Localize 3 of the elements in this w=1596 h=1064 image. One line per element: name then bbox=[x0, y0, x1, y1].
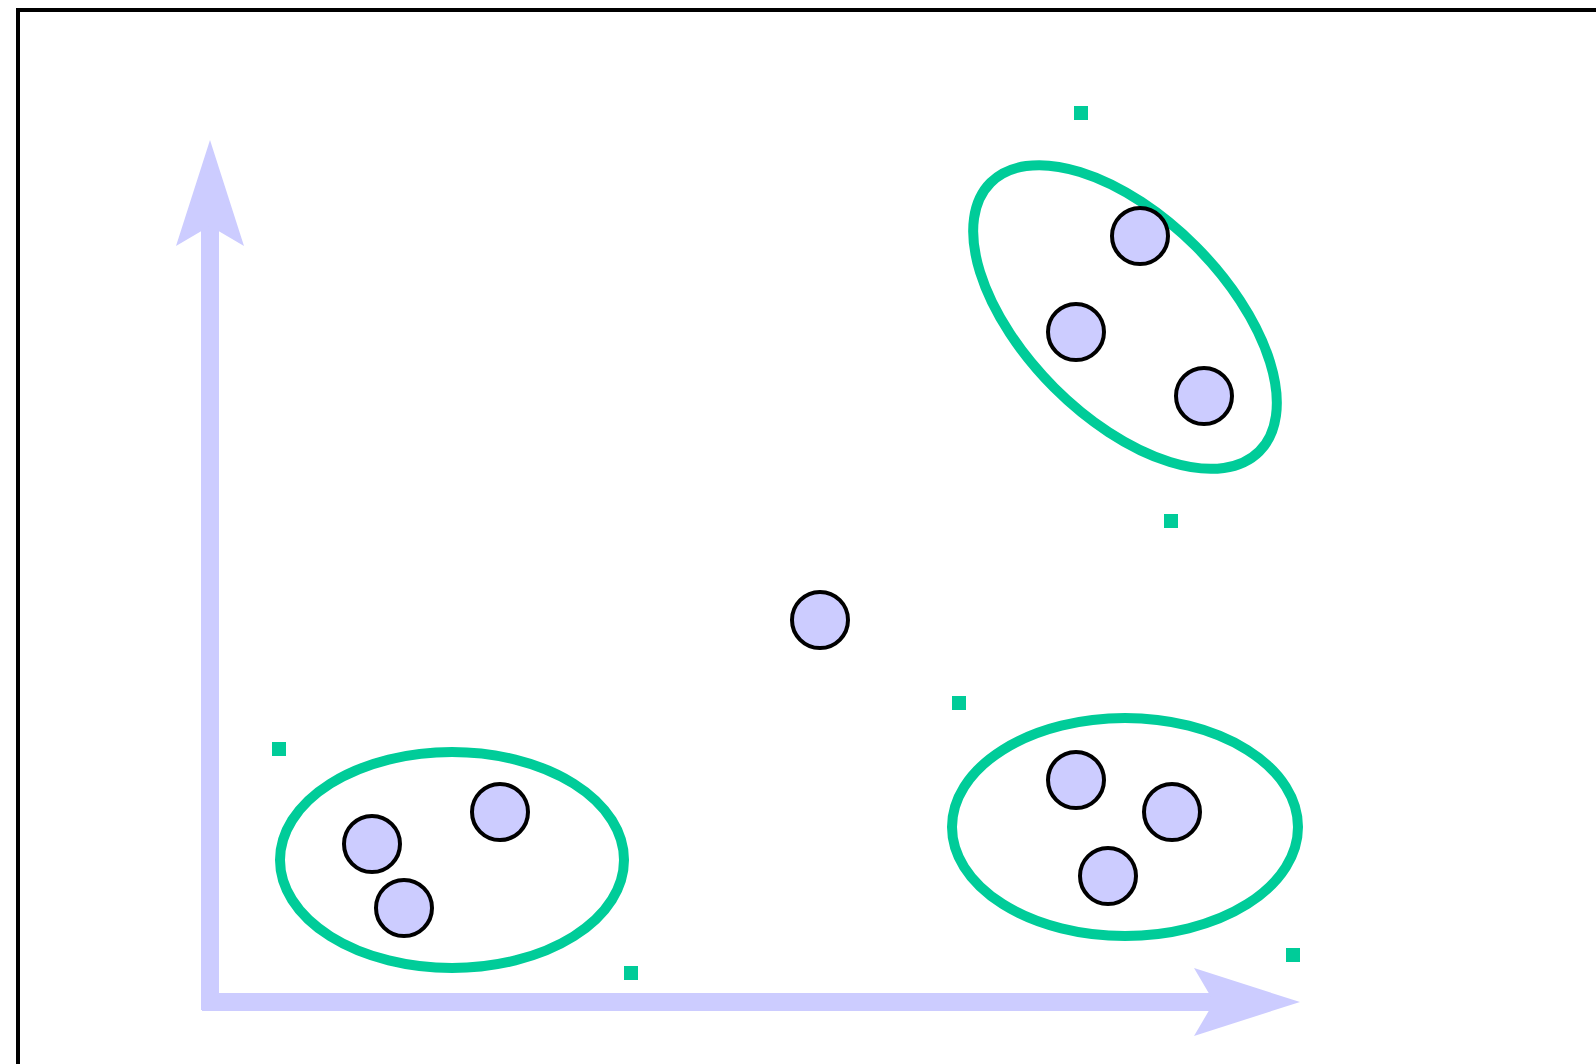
cluster-ellipse bbox=[946, 712, 1304, 942]
cluster-ellipse bbox=[964, 156, 1286, 478]
cluster-ellipse bbox=[274, 746, 630, 974]
